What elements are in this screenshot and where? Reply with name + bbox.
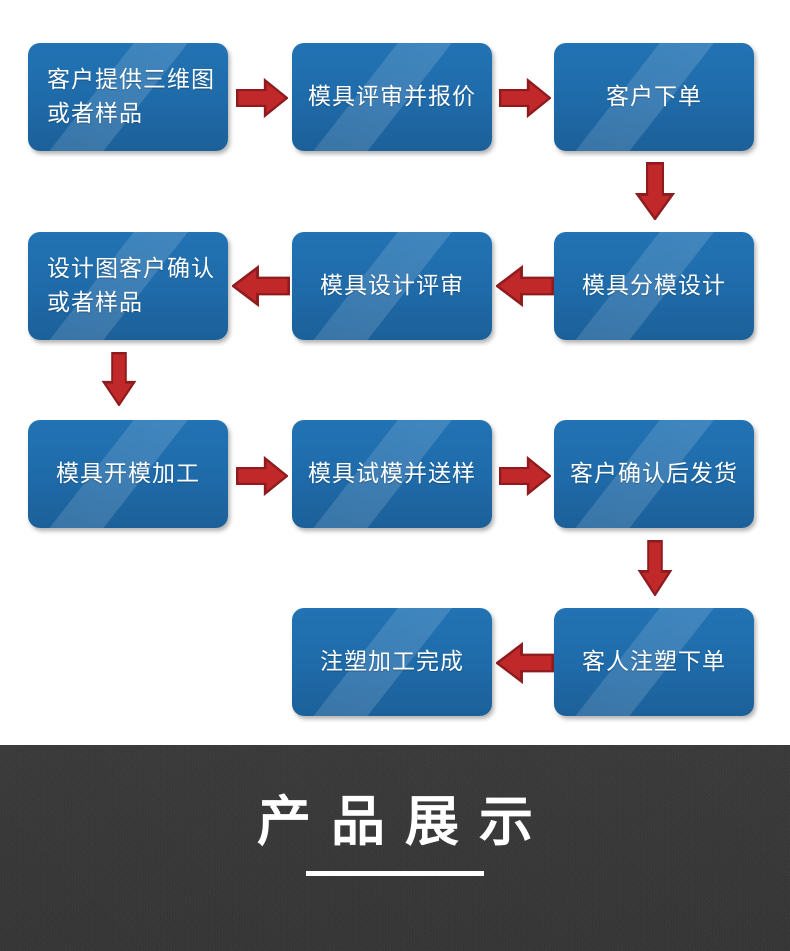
flow-node-n9[interactable]: 客户确认后发货 <box>554 420 754 528</box>
flow-node-n1[interactable]: 客户提供三维图 或者样品 <box>28 43 228 151</box>
flow-node-n5[interactable]: 模具设计评审 <box>292 232 492 340</box>
flow-node-label: 模具评审并报价 <box>308 84 476 110</box>
flow-node-label: 客户确认后发货 <box>570 461 738 487</box>
flow-node-label: 客人注塑下单 <box>582 649 726 675</box>
flow-node-label: 设计图客户确认 或者样品 <box>47 256 215 316</box>
arrow-down-icon <box>636 540 674 596</box>
flow-node-n2[interactable]: 模具评审并报价 <box>292 43 492 151</box>
arrow-left-icon <box>496 263 554 309</box>
flow-node-n6[interactable]: 模具分模设计 <box>554 232 754 340</box>
arrow-down-icon <box>100 352 138 406</box>
flow-node-label: 客户下单 <box>606 84 702 110</box>
product-showcase-banner: 产品展示 <box>0 745 790 951</box>
flow-node-n7[interactable]: 模具开模加工 <box>28 420 228 528</box>
arrow-left-icon <box>232 263 290 309</box>
arrow-right-icon <box>499 76 551 120</box>
arrow-right-icon <box>236 76 288 120</box>
arrow-right-icon <box>236 454 288 498</box>
banner-title: 产品展示 <box>257 790 553 853</box>
flow-node-n11[interactable]: 客人注塑下单 <box>554 608 754 716</box>
flow-node-n8[interactable]: 模具试模并送样 <box>292 420 492 528</box>
flow-node-label: 客户提供三维图 或者样品 <box>47 67 215 127</box>
flow-node-label: 模具试模并送样 <box>308 461 476 487</box>
flow-node-label: 模具开模加工 <box>56 461 200 487</box>
flow-node-label: 模具设计评审 <box>320 273 464 299</box>
arrow-left-icon <box>496 640 554 686</box>
flow-node-n4[interactable]: 设计图客户确认 或者样品 <box>28 232 228 340</box>
arrow-down-icon <box>633 162 677 220</box>
arrow-right-icon <box>499 454 551 498</box>
flowchart-canvas: 客户提供三维图 或者样品 模具评审并报价 客户下单设计图客户确认 或者样品 模具设计评… <box>28 43 754 716</box>
flow-node-n10[interactable]: 注塑加工完成 <box>292 608 492 716</box>
banner-underline-rule <box>306 871 484 876</box>
flow-node-n3[interactable]: 客户下单 <box>554 43 754 151</box>
flow-node-label: 注塑加工完成 <box>320 649 464 675</box>
flow-node-label: 模具分模设计 <box>582 273 726 299</box>
